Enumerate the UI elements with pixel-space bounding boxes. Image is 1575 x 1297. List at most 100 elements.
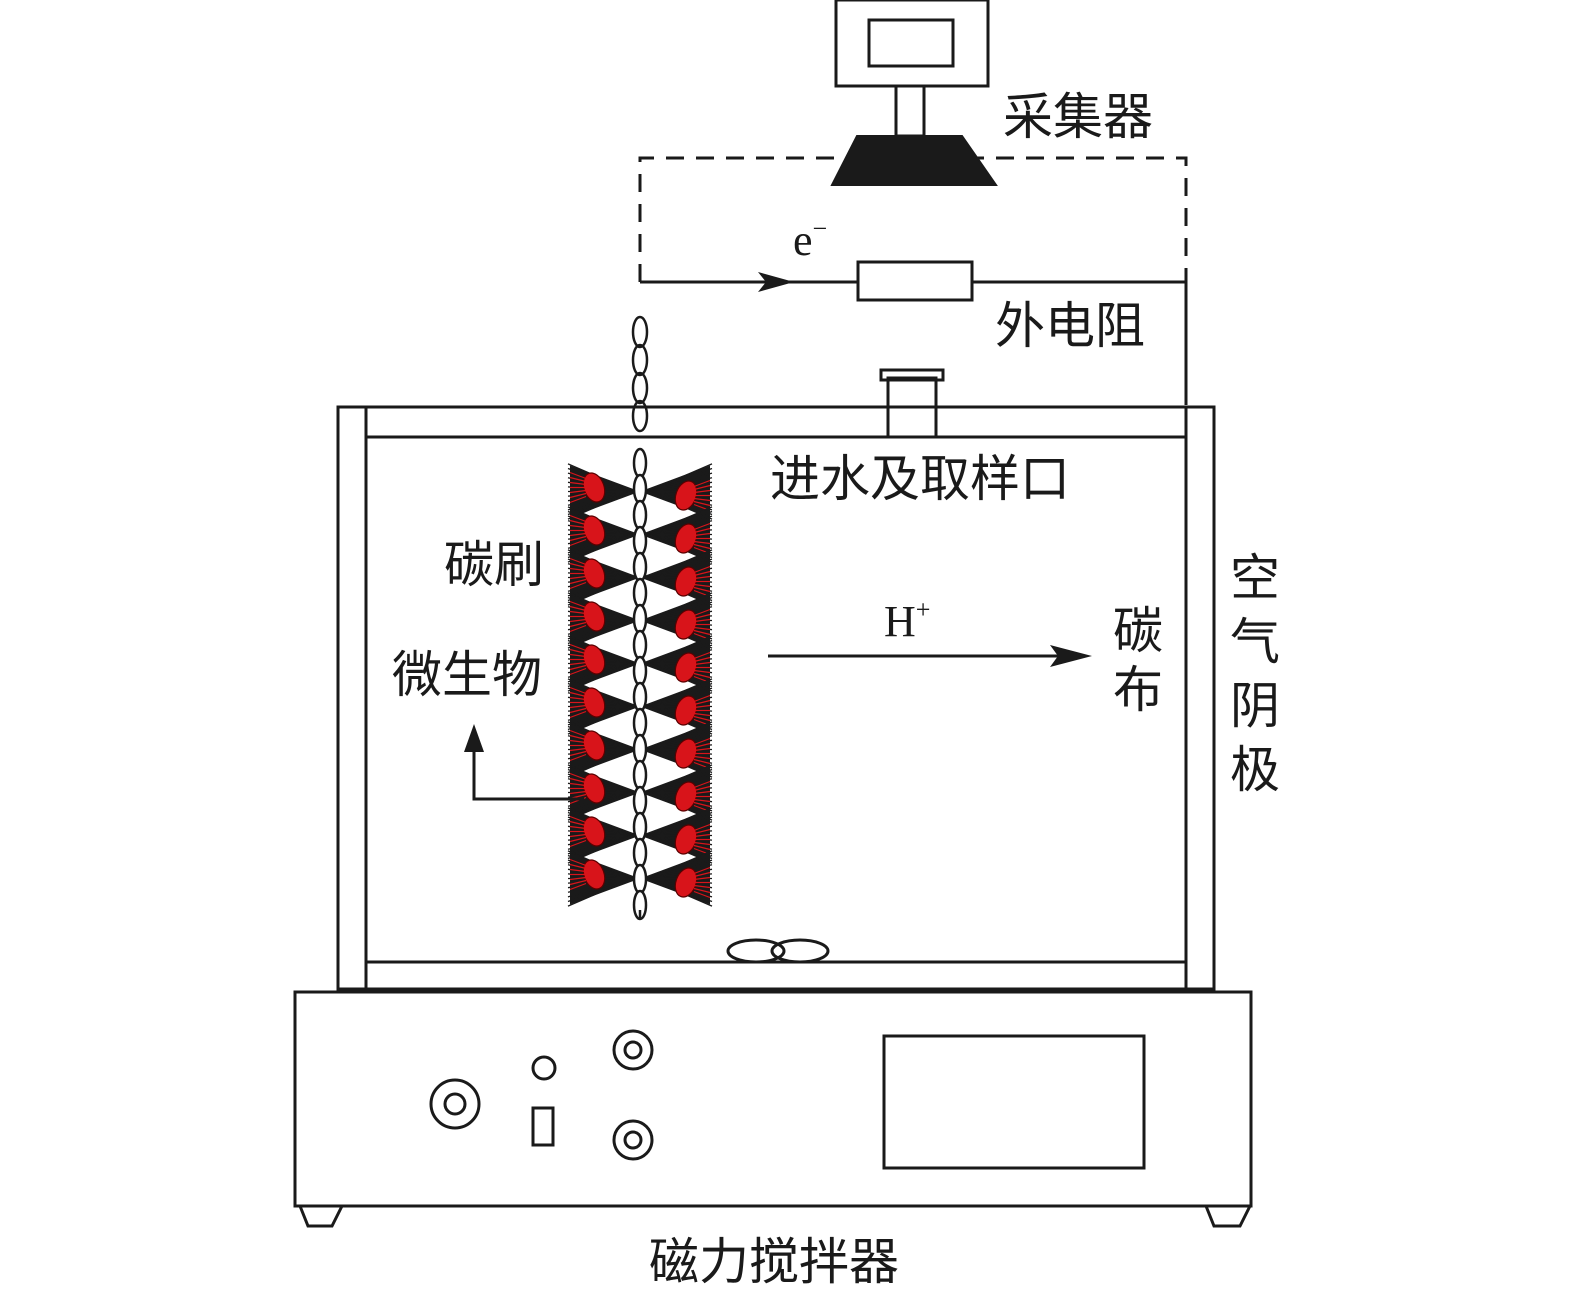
- bristle: [647, 510, 713, 536]
- microbe-filament: [569, 833, 587, 838]
- microbe-filament: [569, 489, 587, 494]
- microbe-filament: [569, 621, 587, 628]
- bristle: [647, 553, 713, 579]
- microbe-filament: [693, 890, 711, 899]
- microbe-filament: [693, 785, 711, 792]
- microbe-filament: [693, 801, 711, 808]
- microbe-filament: [693, 833, 711, 838]
- microbe-filament: [569, 729, 587, 738]
- microbe-filament: [693, 828, 711, 835]
- indicator-light-icon: [531, 1055, 557, 1081]
- microbe-filament: [569, 624, 587, 633]
- bristle: [647, 764, 713, 794]
- arrow-right-icon: [1050, 645, 1092, 667]
- bristle: [567, 576, 633, 602]
- microbe-filament: [693, 661, 711, 666]
- bristle: [647, 721, 713, 751]
- bristle: [567, 533, 633, 559]
- microbe-filament: [569, 691, 587, 698]
- microbe-filament: [693, 712, 711, 717]
- microbe-filament: [693, 575, 711, 580]
- microbe-filament: [569, 653, 587, 658]
- microbe-filament: [693, 790, 711, 795]
- bristle: [647, 807, 713, 837]
- bristle: [567, 834, 633, 860]
- microbe-filament: [693, 543, 711, 550]
- microbe-filament: [569, 481, 587, 486]
- bristle: [647, 549, 713, 579]
- power-switch-icon: [531, 1106, 555, 1147]
- microbe-filament: [693, 887, 711, 894]
- brush-core-link: [632, 811, 648, 843]
- microbe-filament: [569, 519, 587, 526]
- brush-core-link: [632, 733, 648, 765]
- bristle: [647, 596, 713, 622]
- brush-wire-link: [631, 315, 649, 349]
- microbe-filament: [693, 747, 711, 752]
- microbe-filament: [569, 581, 587, 590]
- bristle: [567, 619, 633, 645]
- microbe-filament: [693, 484, 711, 491]
- microbe-filament: [569, 747, 587, 752]
- microbe-filament: [569, 471, 587, 480]
- microbe-filament: [569, 643, 587, 652]
- bristle: [647, 687, 713, 708]
- microbe-filament: [569, 575, 587, 580]
- brush-core-link: [632, 655, 648, 687]
- microbe-filament: [693, 844, 711, 851]
- microbe-filament: [693, 489, 711, 494]
- brush-core-link: [632, 681, 648, 713]
- microbe-filament: [693, 699, 711, 706]
- bristle: [647, 682, 713, 708]
- microbe-filament: [569, 696, 587, 701]
- bristle: [647, 506, 713, 536]
- brush-core-link: [632, 525, 648, 557]
- bristle: [647, 821, 713, 837]
- bristle: [567, 877, 633, 903]
- signal-wire: [638, 156, 1188, 282]
- bristle: [567, 791, 633, 817]
- microbe-filament: [569, 538, 587, 547]
- external-circuit: [640, 260, 1188, 405]
- collector-label: 采集器: [1003, 88, 1153, 146]
- microbe-filament: [569, 605, 587, 612]
- microbe-filament: [569, 777, 587, 784]
- microbe-filament: [569, 578, 587, 585]
- microbe-filament: [693, 532, 711, 537]
- microbe-filament: [569, 790, 587, 795]
- microbe-filament: [693, 715, 711, 722]
- microbe-filament: [569, 667, 587, 676]
- microbe-filament: [569, 618, 587, 623]
- bristle: [647, 635, 713, 665]
- bristle: [647, 649, 713, 665]
- microbe-filament: [693, 742, 711, 749]
- microbe-filament: [569, 492, 587, 499]
- bristle: [647, 515, 713, 536]
- bristle: [647, 735, 713, 751]
- microbe-filament: [569, 876, 587, 881]
- microbe-filament: [569, 704, 587, 709]
- bristle: [567, 877, 633, 907]
- microbe-filament: [569, 476, 587, 483]
- microbe-filament: [569, 739, 587, 744]
- microbe-filament: [693, 656, 711, 663]
- bristle: [647, 472, 713, 493]
- bristle: [647, 768, 713, 794]
- bristle: [647, 601, 713, 622]
- microbe-filament: [693, 884, 711, 889]
- bristle: [647, 864, 713, 880]
- microbe-filament: [693, 540, 711, 545]
- microbe-filament: [693, 758, 711, 765]
- air-cathode-label-3: 阴: [1230, 677, 1280, 735]
- bristle: [647, 639, 713, 665]
- microbe-filament: [569, 532, 587, 537]
- stirrer-label: 磁力搅拌器: [649, 1233, 899, 1291]
- bristle: [647, 592, 713, 622]
- microbe-filament: [693, 755, 711, 760]
- proton-label: H+: [884, 595, 930, 646]
- bristle: [567, 662, 633, 688]
- bristle: [567, 748, 633, 774]
- brush-core-link: [632, 577, 648, 609]
- bristle: [647, 773, 713, 794]
